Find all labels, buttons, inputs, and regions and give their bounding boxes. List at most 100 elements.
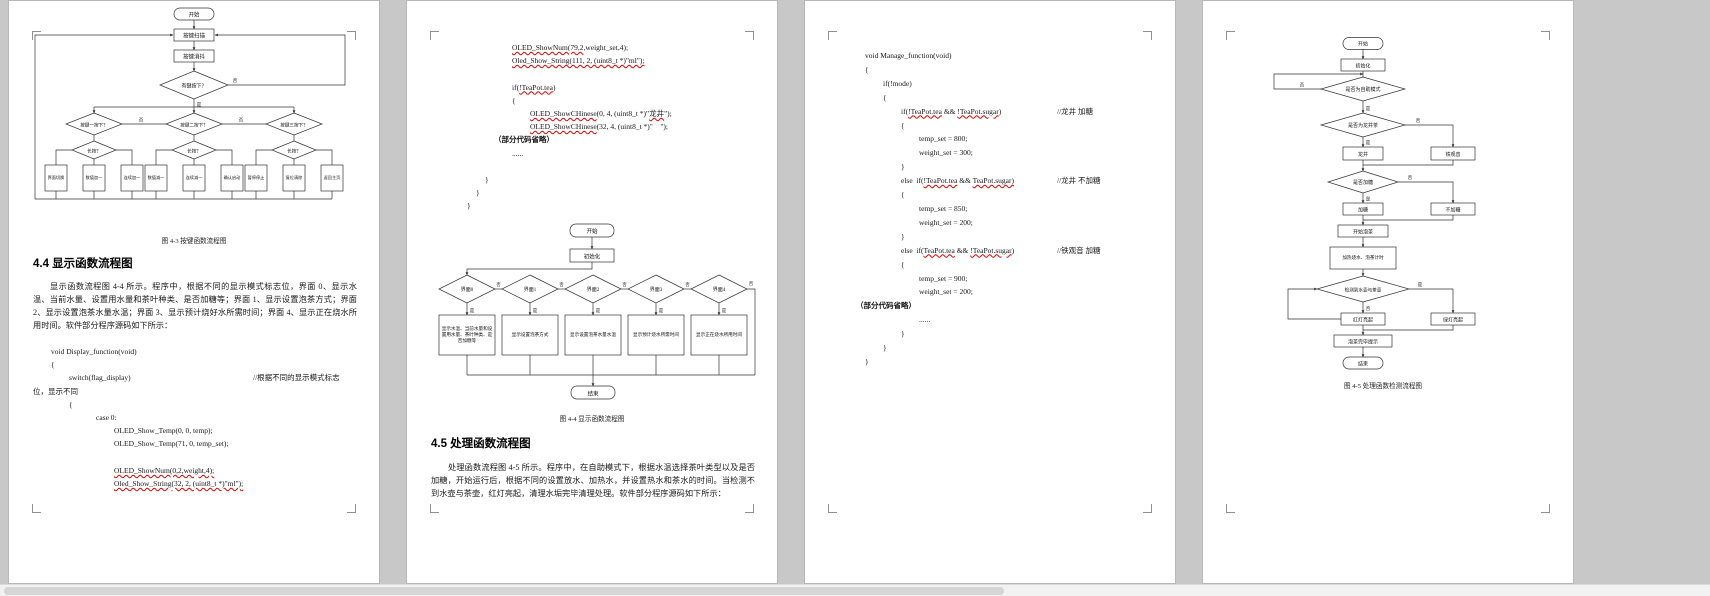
flow-diamond-label: 是否加糖 — [1353, 179, 1373, 186]
flow-box-label: 按键消抖 — [183, 53, 206, 61]
code-line: { — [901, 120, 905, 130]
scrollbar-thumb[interactable] — [4, 587, 1004, 595]
flow-diamond-label: 长按？ — [187, 148, 201, 155]
flow-box: 显示设置泡茶方式 — [511, 332, 549, 338]
flow-leaf: 连续减一 — [185, 175, 203, 181]
code-block: void Display_function(void){switch(flag_… — [33, 345, 373, 490]
code-line: temp_set = 900; — [919, 273, 968, 283]
code-line: if(!TeaPot.tea && !TeaPot.sugar)//龙井 加糖 — [829, 105, 1169, 119]
flow-no-label: 否 — [496, 282, 501, 288]
flow-diamond-label: 界面1 — [524, 287, 537, 293]
code-line: （部分代码省略） — [856, 301, 916, 311]
horizontal-scrollbar[interactable] — [0, 584, 1710, 596]
code-block: OLED_ShowNum(79,2,weight_set,4);Oled_Sho… — [431, 41, 771, 213]
flow-yes-label: 是 — [470, 308, 475, 314]
flow-leaf: 数值减一 — [147, 175, 165, 181]
flow-box: 显示水温、当前水量和设置用水量、茶叶种类、是否加糖等 — [441, 326, 493, 343]
flow-box: 显示设置泡茶水量水温 — [570, 332, 616, 338]
document-page-1[interactable]: 开始 按键扫描 按键消抖 有键按下？ 否 是 按键一按下？ 按键二按下？ 按键三… — [8, 0, 380, 584]
code-comment: //根据不同的显示模式标志 — [253, 373, 340, 383]
document-page-3[interactable]: void Manage_function(void){if(!mode){if(… — [804, 0, 1176, 584]
code-line: { — [69, 399, 73, 409]
flow-leaf: 确认启动 — [223, 175, 241, 181]
code-line: Oled_Show_String(111, 2, (uint8_t *)"ml"… — [512, 56, 645, 66]
crop-mark — [430, 504, 439, 513]
document-page-2[interactable]: OLED_ShowNum(79,2,weight_set,4);Oled_Sho… — [406, 0, 778, 584]
flow-end-label: 结束 — [1358, 361, 1368, 368]
code-line: temp_set = 850; — [919, 203, 968, 213]
crop-mark — [1226, 504, 1235, 513]
flow-diamond-label: 按键二按下？ — [180, 122, 208, 129]
code-line: { — [865, 64, 869, 74]
flow-diamond-label: 界面4 — [713, 287, 726, 293]
flow-start-label: 开始 — [188, 11, 200, 19]
flow-no-label: 否 — [1366, 306, 1371, 312]
flow-no-label: 否 — [139, 118, 144, 124]
flow-box-label: 开始泡茶 — [1353, 229, 1373, 236]
code-line: ...... — [512, 148, 524, 158]
code-line: } — [901, 162, 905, 172]
code-line: } — [865, 356, 869, 366]
flow-yes-label: 是 — [1366, 106, 1371, 112]
flow-end-label: 结束 — [587, 390, 599, 398]
flow-diamond-label: 检测到水壶与茶壶 — [1345, 287, 1382, 294]
flow-diamond-label: 界面2 — [587, 287, 600, 293]
crop-mark — [1143, 504, 1152, 513]
flow-yes-label: 是 — [1366, 197, 1371, 203]
code-line: if(!TeaPot.tea) — [512, 82, 556, 92]
code-line — [431, 160, 771, 173]
flow-box: 加热烧水、泡茶计时 — [1342, 255, 1384, 261]
flow-box-label: 绿灯亮起 — [1443, 317, 1463, 324]
crop-mark — [745, 504, 754, 513]
flow-yes-label: 是 — [722, 308, 727, 314]
crop-mark — [347, 31, 356, 40]
flow-box-label: 红灯亮起 — [1353, 317, 1373, 324]
code-line: { — [883, 92, 887, 102]
flow-leaf: 返回主页 — [323, 175, 341, 181]
flow-box-label: 加糖 — [1358, 207, 1368, 214]
flow-box: 显示正在烧水所用时间 — [696, 332, 742, 338]
flow-no-label: 否 — [1408, 175, 1413, 181]
crop-mark — [1541, 31, 1550, 40]
crop-mark — [347, 504, 356, 513]
crop-mark — [828, 504, 837, 513]
flow-box-label: 铁观音 — [1445, 151, 1460, 158]
code-line: ...... — [919, 315, 931, 325]
flow-leaf: 界面切换 — [47, 175, 65, 181]
flow-box-label: 不加糖 — [1445, 207, 1460, 214]
code-line: } — [883, 343, 887, 353]
manage-function-flowchart-drawing: 开始 初始化 是否为自助模式 否 是 是否为龙井茶 否 是 龙井 铁观音 是否加… — [1273, 37, 1476, 370]
flow-no-label: 否 — [1300, 83, 1305, 89]
flow-yes-label: 是 — [533, 308, 538, 314]
flow-leaf: 连续加一 — [123, 175, 141, 181]
document-page-4[interactable]: 开始 初始化 是否为自助模式 否 是 是否为龙井茶 否 是 龙井 铁观音 是否加… — [1202, 0, 1574, 584]
flow-yes-label: 是 — [1418, 282, 1423, 288]
flow-box-label: 龙井 — [1358, 151, 1368, 158]
code-line: OLED_Show_Temp(71, 0, temp_set); — [114, 439, 229, 449]
display-function-flowchart-drawing: 开始 初始化 界面0 界面1 界面2 界面3 界面4 否 否 否 否 否 是 是… — [438, 223, 756, 400]
flow-box-label: 按键扫描 — [183, 32, 206, 40]
code-line: case 0: — [96, 413, 117, 423]
document-canvas: 开始 按键扫描 按键消抖 有键按下？ 否 是 按键一按下？ 按键二按下？ 按键三… — [8, 0, 1574, 584]
crop-mark — [745, 31, 754, 40]
code-block: void Manage_function(void){if(!mode){if(… — [829, 49, 1169, 369]
code-line: else if(!TeaPot.tea && TeaPot.sugar)//龙井… — [829, 174, 1169, 188]
flow-no-label: 否 — [233, 78, 238, 84]
code-comment: //铁观音 加糖 — [1057, 245, 1101, 255]
code-line: { — [51, 360, 55, 370]
code-line: } — [901, 231, 905, 241]
code-line: { — [901, 190, 905, 200]
body-paragraph: 显示函数流程图 4-4 所示。程序中，根据不同的显示模式标志位，界面 0、显示水… — [33, 282, 357, 330]
flow-yes-label: 是 — [197, 102, 202, 108]
flow-yes-label: 是 — [659, 308, 664, 314]
flow-no-label: 否 — [622, 282, 627, 288]
code-line: OLED_ShowNum(0,2,weight,4); — [114, 465, 215, 475]
flow-diamond-label: 界面0 — [461, 287, 474, 293]
flow-diamond-label: 按键三按下？ — [280, 122, 308, 129]
flow-leaf: 复位清除 — [285, 175, 303, 181]
flow-leaf: 数值加一 — [85, 175, 103, 181]
code-comment: //龙井 不加糖 — [1057, 176, 1101, 186]
code-line: } — [476, 188, 480, 198]
code-line: OLED_Show_Temp(0, 0, temp); — [114, 426, 213, 436]
code-line: } — [485, 175, 489, 185]
